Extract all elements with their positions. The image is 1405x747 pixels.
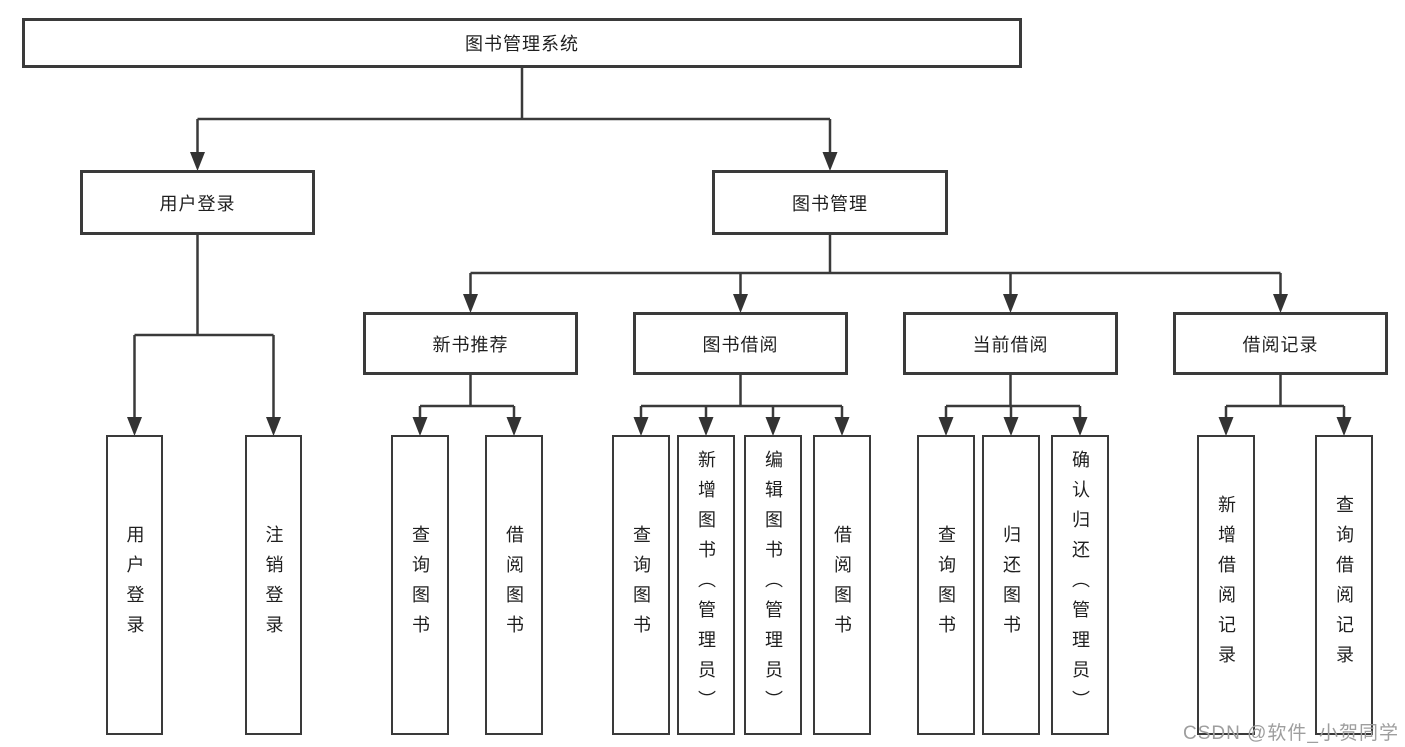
- leaf-records-query-borrow-record: 查询借阅记录: [1315, 435, 1373, 735]
- leaf-current-query-books: 查询图书: [917, 435, 975, 735]
- leaf-borrowing-edit-books-admin: 编辑图书（管理员）: [744, 435, 802, 735]
- node-book-management: 图书管理: [712, 170, 948, 235]
- leaf-borrowing-add-books-admin: 新增图书（管理员）: [677, 435, 735, 735]
- leaf-current-confirm-return-admin: 确认归还（管理员）: [1051, 435, 1109, 735]
- connector-arrowheads: [127, 152, 1352, 436]
- node-borrowing-records: 借阅记录: [1173, 312, 1388, 375]
- leaf-borrowing-query-books: 查询图书: [612, 435, 670, 735]
- connector-lines: [133, 68, 1346, 421]
- leaf-newbook-borrow-books: 借阅图书: [485, 435, 543, 735]
- node-current-borrowing: 当前借阅: [903, 312, 1118, 375]
- node-new-book-recommendation: 新书推荐: [363, 312, 578, 375]
- node-book-borrowing: 图书借阅: [633, 312, 848, 375]
- leaf-borrowing-borrow-books: 借阅图书: [813, 435, 871, 735]
- leaf-current-return-books: 归还图书: [982, 435, 1040, 735]
- leaf-newbook-query-books: 查询图书: [391, 435, 449, 735]
- node-user-login: 用户登录: [80, 170, 315, 235]
- leaf-logout: 注销登录: [245, 435, 302, 735]
- leaf-records-add-borrow-record: 新增借阅记录: [1197, 435, 1255, 735]
- node-root-library-management-system: 图书管理系统: [22, 18, 1022, 68]
- leaf-user-login: 用户登录: [106, 435, 163, 735]
- csdn-watermark: CSDN @软件_小贺同学: [1183, 723, 1399, 744]
